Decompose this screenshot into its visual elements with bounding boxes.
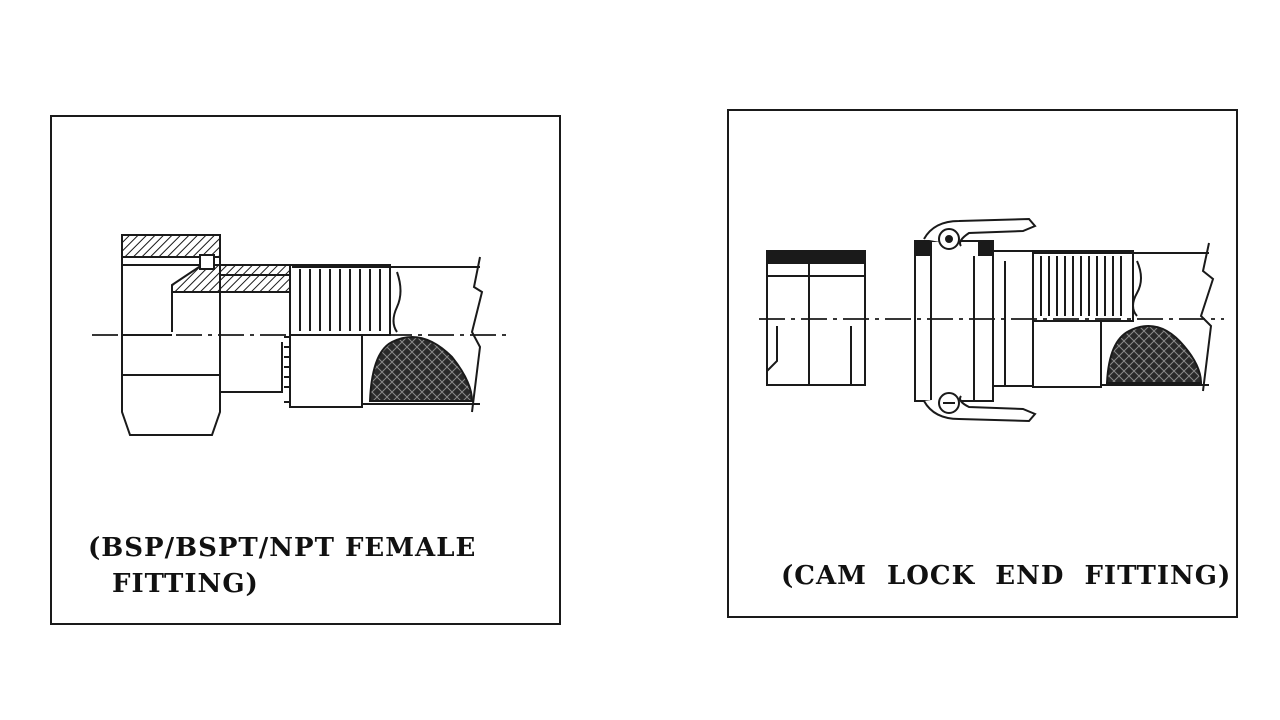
ferrule [284, 264, 391, 408]
hose [1033, 242, 1215, 392]
male-adapter [766, 250, 866, 386]
cam-lock-panel: (CAM LOCK END FITTING) [727, 109, 1238, 618]
ferrule [1032, 250, 1134, 388]
hex-nut [121, 234, 221, 436]
caption: (CAM LOCK END FITTING) [781, 561, 1232, 591]
female-fitting-panel: (BSP/BSPT/NPT FEMALE FITTING) [50, 115, 561, 625]
hose [292, 256, 484, 413]
cam-arm-bottom [923, 392, 1037, 423]
caption-line-1: (BSP/BSPT/NPT FEMALE [88, 533, 477, 563]
cam-lock-drawing [759, 217, 1224, 423]
caption-line-2: FITTING) [112, 569, 259, 599]
nipple-body [171, 254, 293, 393]
female-fitting-drawing [92, 234, 512, 436]
cam-arm-top [923, 217, 1037, 250]
coupler-body [914, 240, 1034, 402]
